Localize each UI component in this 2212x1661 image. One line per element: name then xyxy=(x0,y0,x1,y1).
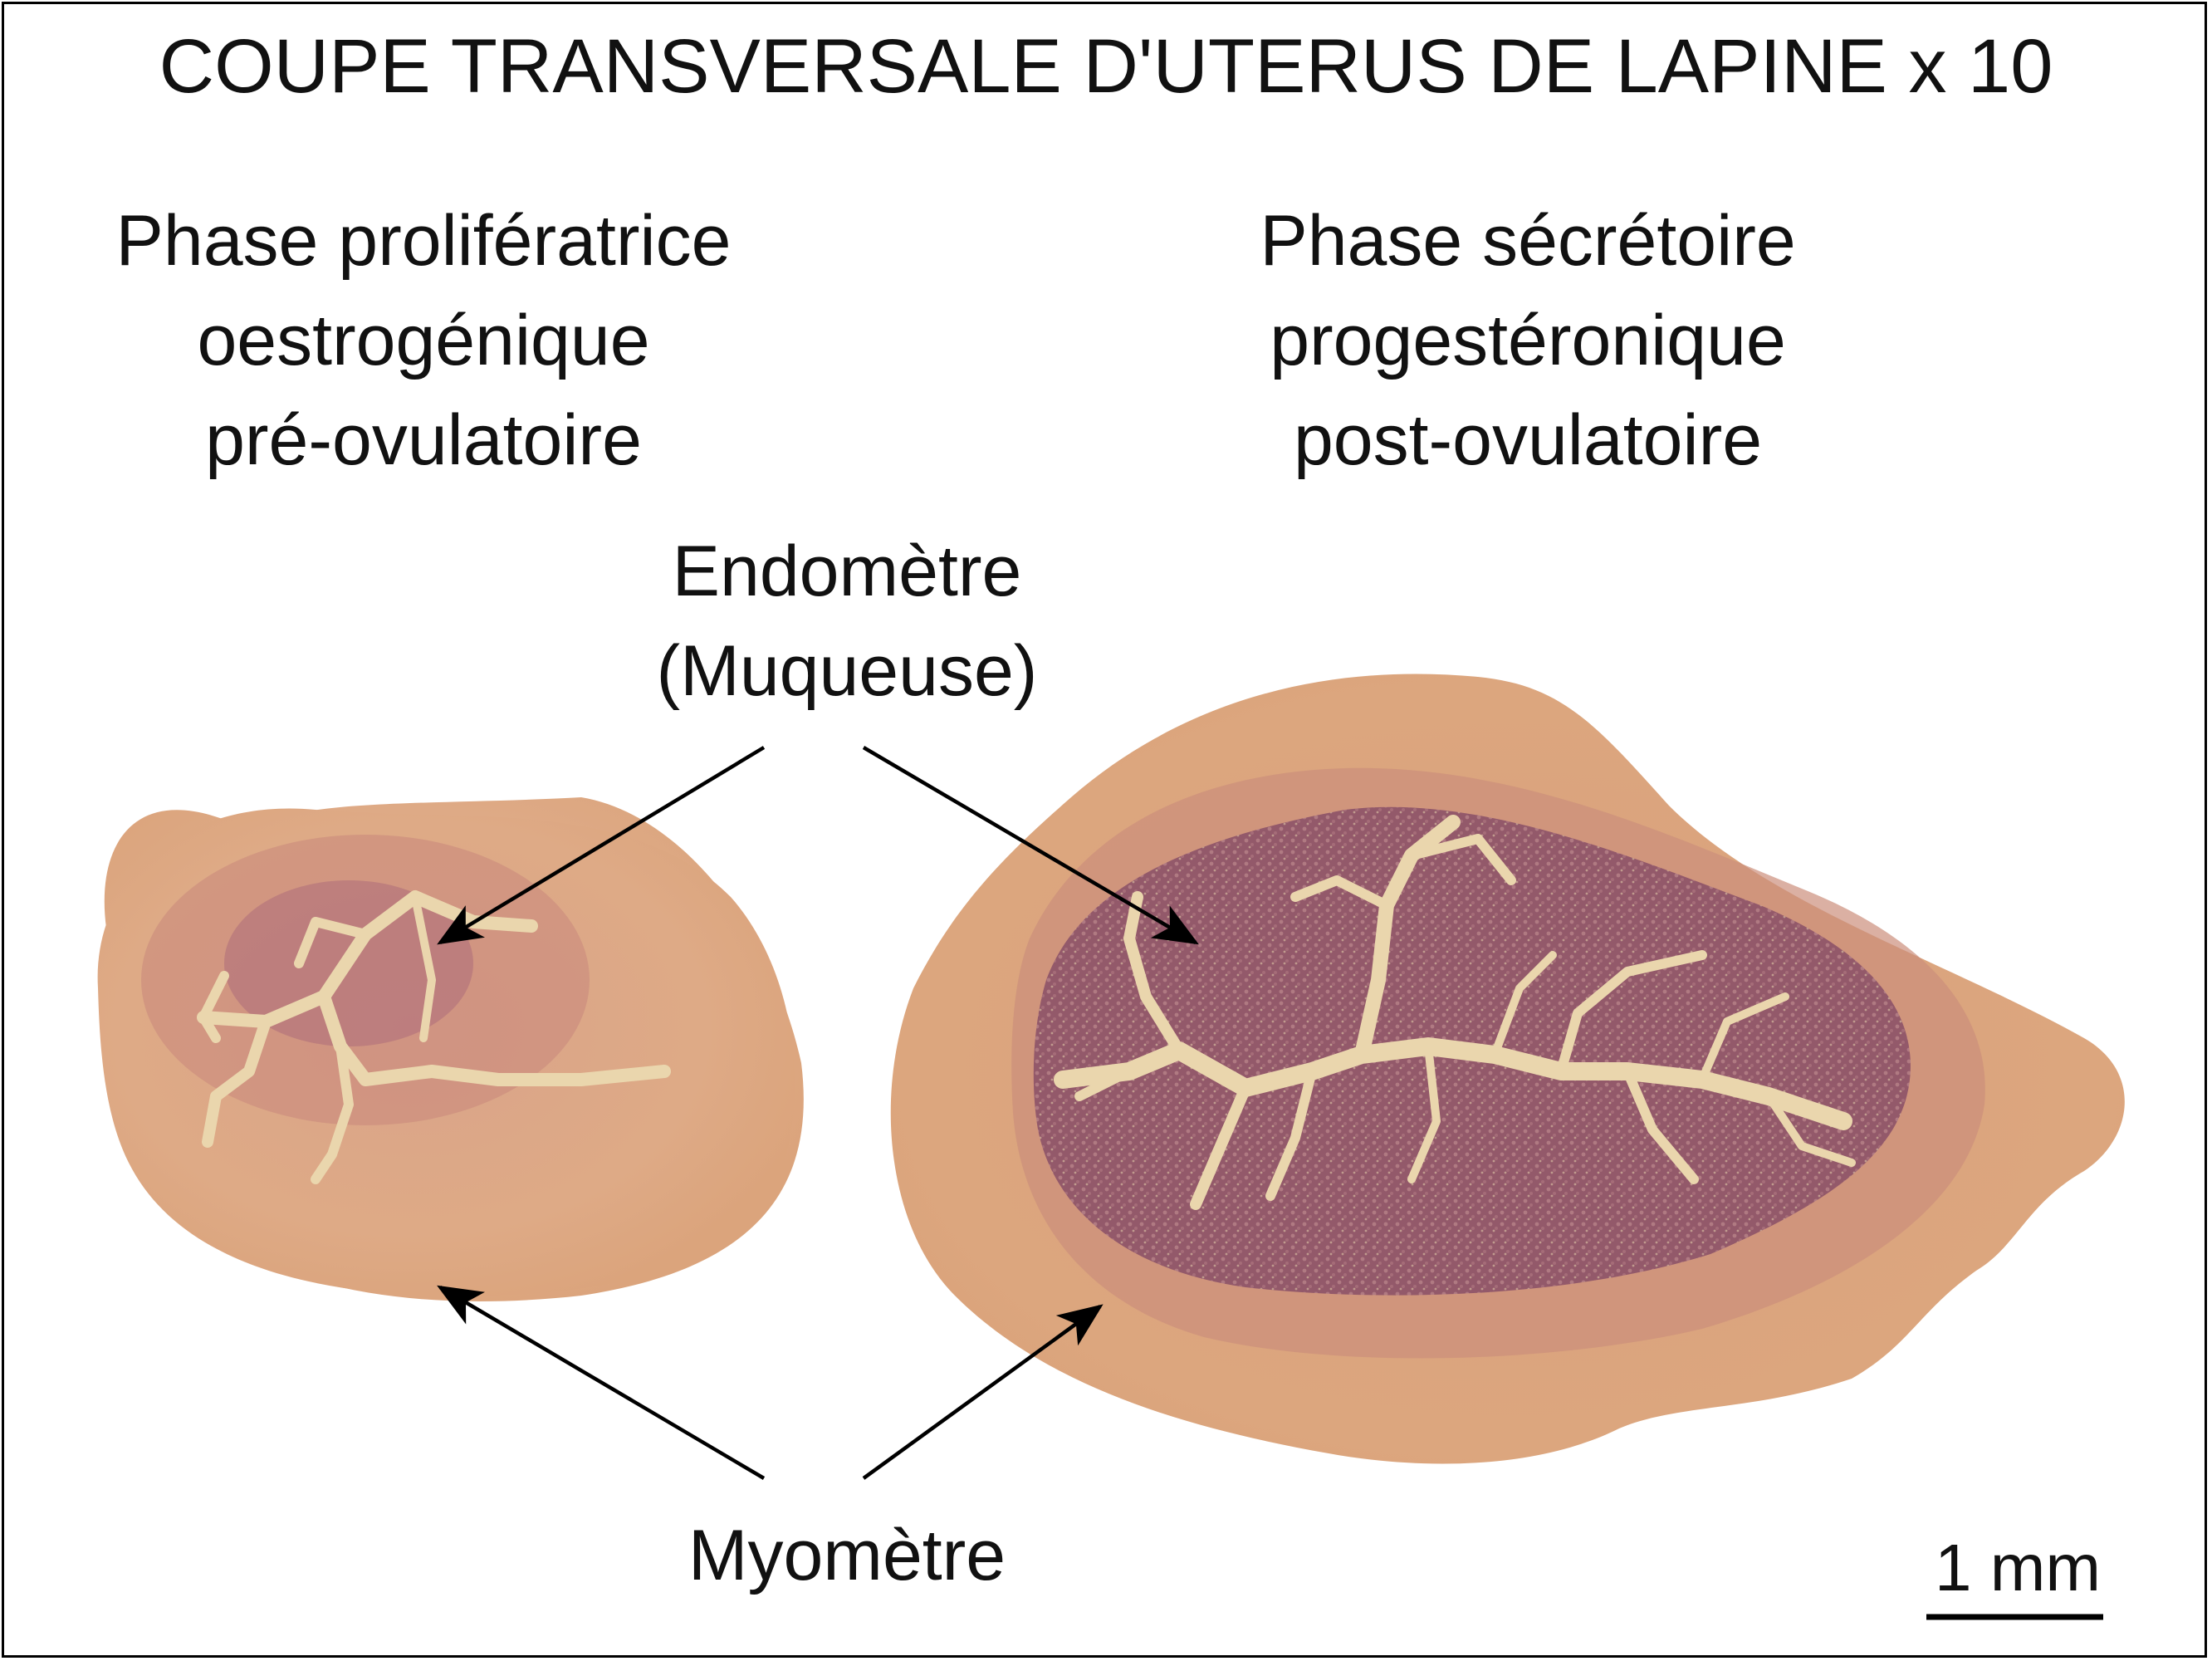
phase-left-line2: oestrogénique xyxy=(197,301,650,380)
scale-bar-label: 1 mm xyxy=(1935,1531,2101,1605)
phase-right-line1: Phase sécrétoire xyxy=(1260,201,1796,281)
arrow-endometre-right xyxy=(862,746,1199,945)
arrow-endometre-left xyxy=(437,746,766,945)
arrow-myometre-right xyxy=(862,1304,1104,1480)
phase-right-line3: post-ovulatoire xyxy=(1293,400,1763,480)
phase-left-line3: pré-ovulatoire xyxy=(205,400,642,480)
endometre-line1: Endomètre xyxy=(672,532,1022,611)
uterus-section-proliferative xyxy=(97,797,804,1301)
phase-right-line2: progestéronique xyxy=(1270,301,1786,380)
endometre-line2: (Muqueuse) xyxy=(656,631,1038,711)
uterus-section-secretory xyxy=(890,674,2125,1464)
phase-secretory-label: Phase sécrétoire progestéronique post-ov… xyxy=(1154,191,1901,490)
arrow-myometre-left xyxy=(437,1285,766,1480)
figure-title: COUPE TRANSVERSALE D'UTERUS DE LAPINE x … xyxy=(159,24,2053,109)
phase-left-line1: Phase prolifératrice xyxy=(115,201,732,281)
lumen-right xyxy=(1054,815,1856,1210)
endometre-label: Endomètre (Muqueuse) xyxy=(515,522,1179,721)
myometre-label: Myomètre xyxy=(688,1516,1006,1595)
arrows xyxy=(437,746,1199,1480)
phase-proliferative-label: Phase prolifératrice oestrogénique pré-o… xyxy=(50,191,797,490)
